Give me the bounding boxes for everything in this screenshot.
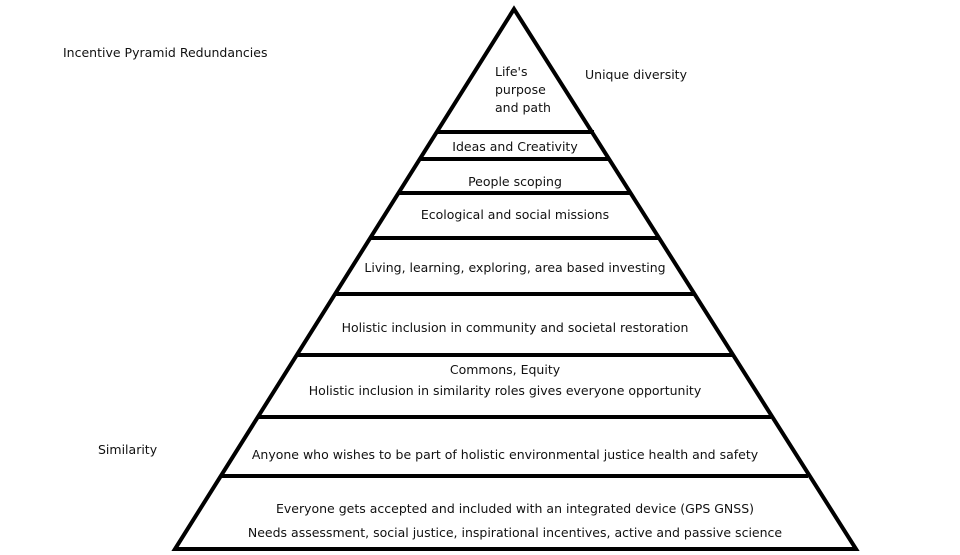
level-label-missions: Ecological and social missions <box>420 207 610 222</box>
level-label-needs-assessment: Needs assessment, social justice, inspir… <box>247 525 783 540</box>
level-label-ideas: Ideas and Creativity <box>452 139 578 154</box>
level-label-people-scoping: People scoping <box>468 174 562 189</box>
level-label-purpose: Life's purpose and path <box>495 63 551 117</box>
level-label-commons: Commons, Equity <box>449 362 561 377</box>
unique-diversity-label: Unique diversity <box>585 67 687 82</box>
level-label-environmental-justice: Anyone who wishes to be part of holistic… <box>251 447 759 462</box>
level-label-integrated-device: Everyone gets accepted and included with… <box>275 501 755 516</box>
level-label-restoration: Holistic inclusion in community and soci… <box>341 320 689 335</box>
level-label-investing: Living, learning, exploring, area based … <box>364 260 666 275</box>
similarity-label: Similarity <box>98 442 158 457</box>
level-label-similarity-roles: Holistic inclusion in similarity roles g… <box>308 383 702 398</box>
diagram-title: Incentive Pyramid Redundancies <box>63 45 268 60</box>
level-line: Life's <box>495 64 528 79</box>
level-line: and path <box>495 100 551 115</box>
pyramid-outline <box>171 5 860 551</box>
level-line: purpose <box>495 82 546 97</box>
